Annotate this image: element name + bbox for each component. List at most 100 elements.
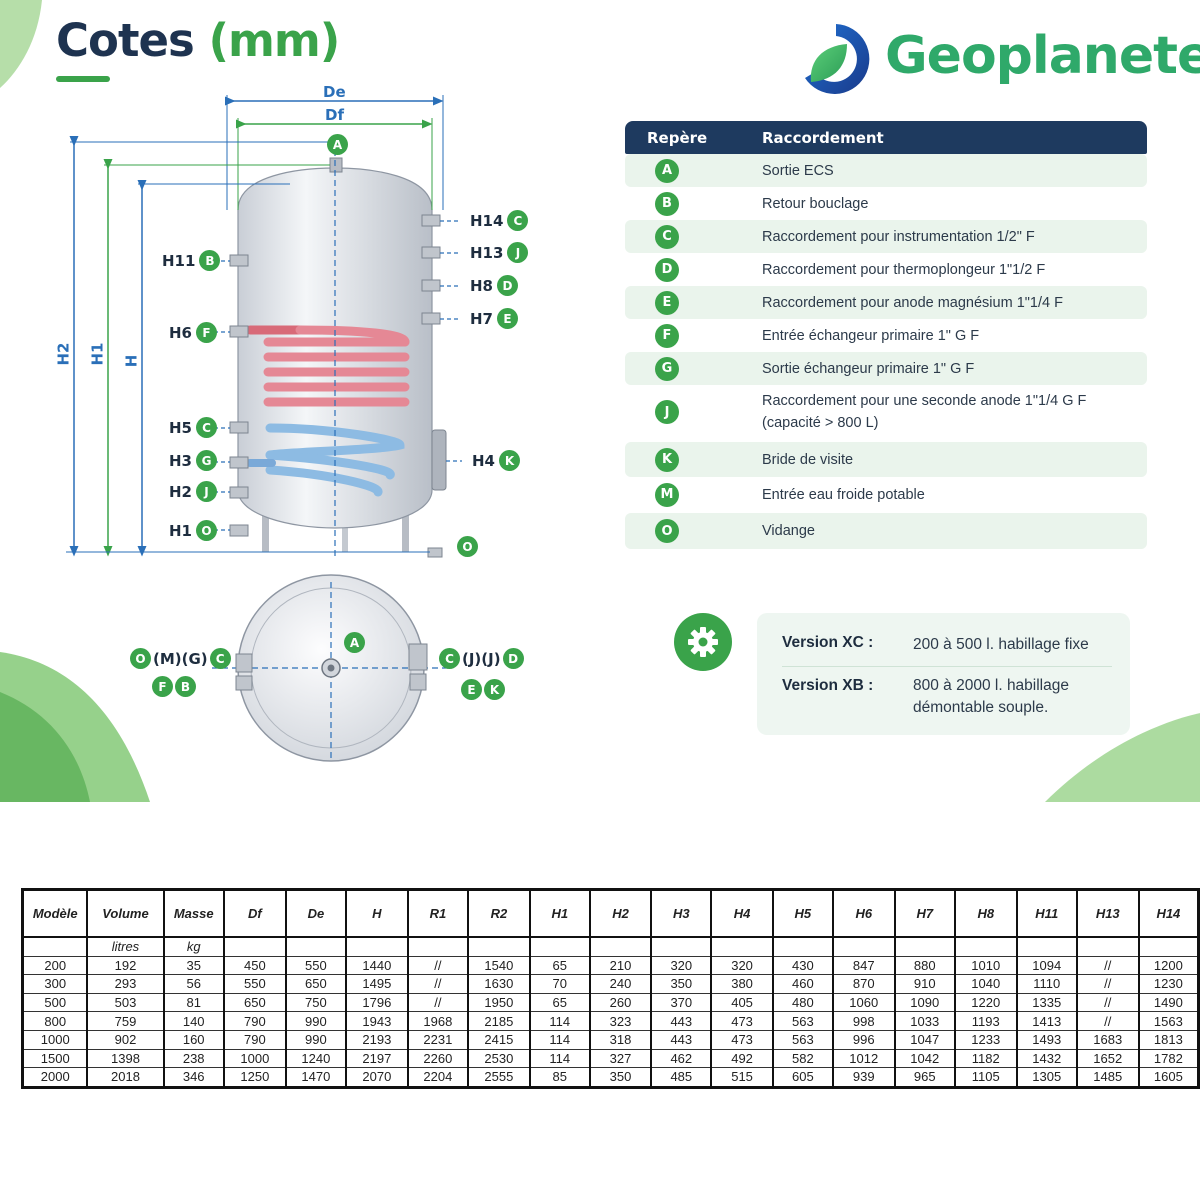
col-h6: H6 (831, 888, 896, 938)
table-cell: 1432 (1015, 1049, 1078, 1069)
marker-e: E (655, 290, 679, 315)
col-h3: H3 (650, 888, 713, 938)
table-cell: 1040 (953, 974, 1018, 994)
table-cell (406, 935, 469, 957)
col-h5: H5 (771, 888, 834, 938)
marker-j: J (655, 400, 679, 424)
table-cell: 2185 (466, 1011, 531, 1031)
table-cell: 114 (528, 1030, 591, 1050)
table-cell: 582 (771, 1049, 834, 1069)
table-cell: 1105 (953, 1067, 1018, 1088)
table-cell: 430 (771, 956, 834, 976)
table-cell: 998 (831, 1011, 896, 1031)
table-cell: 1470 (284, 1067, 347, 1088)
table-cell (1015, 935, 1078, 957)
table-cell: 990 (284, 1011, 347, 1031)
col-modele: Modèle (21, 888, 89, 938)
table-cell (1137, 935, 1200, 957)
table-cell: 605 (771, 1067, 834, 1088)
table-cell: 320 (650, 956, 713, 976)
table-cell (466, 935, 531, 957)
dim-label-h1: H1 (88, 342, 107, 366)
legend-header-repere: Repère (647, 128, 708, 147)
table-cell: 2260 (406, 1049, 469, 1069)
table-cell: 1440 (344, 956, 409, 976)
version-xb-label: Version XB : (782, 677, 874, 694)
table-cell: 1413 (1015, 1011, 1078, 1031)
table-cell: 485 (650, 1067, 713, 1088)
table-cell: 320 (710, 956, 774, 976)
table-cell: 1230 (1137, 974, 1200, 994)
table-cell: 1968 (406, 1011, 469, 1031)
marker-o: O (655, 519, 679, 543)
version-xc-label: Version XC : (782, 634, 874, 651)
hot-coil (245, 325, 410, 407)
marker-m: M (655, 482, 679, 507)
dimensions-table: Modèle Volume Masse Df De H R1 R2 H1 H2 … (21, 888, 1200, 1089)
col-h14: H14 (1137, 888, 1200, 938)
table-cell: 192 (86, 956, 165, 976)
table-cell (284, 935, 347, 957)
table-cell: // (406, 974, 469, 994)
table-cell: 2204 (406, 1067, 469, 1088)
table-cell: 1182 (953, 1049, 1018, 1069)
table-cell: 405 (710, 993, 774, 1013)
table-cell: 1950 (466, 993, 531, 1013)
table-cell: 2231 (406, 1030, 469, 1050)
table-cell: 965 (893, 1067, 956, 1088)
table-header-row: Modèle Volume Masse Df De H R1 R2 H1 H2 … (21, 888, 1200, 938)
table-cell: 370 (650, 993, 713, 1013)
col-h8: H8 (953, 888, 1018, 938)
page-title: Cotes (mm) (56, 14, 340, 67)
versions-divider (782, 666, 1112, 667)
table-cell: 563 (771, 1030, 834, 1050)
table-cell: kg (162, 935, 225, 957)
brand: Geoplanete (797, 18, 1200, 98)
table-cell: 1012 (831, 1049, 896, 1069)
table-cell: 1485 (1075, 1067, 1140, 1088)
table-cell: 1010 (953, 956, 1018, 976)
table-cell: 1000 (21, 1030, 89, 1050)
title-unit: (mm) (208, 14, 340, 67)
col-volume: Volume (86, 888, 165, 938)
table-cell: 1398 (86, 1049, 165, 1069)
table-cell: 35 (162, 956, 225, 976)
table-cell: 503 (86, 993, 165, 1013)
table-cell: 1060 (831, 993, 896, 1013)
table-cell: 910 (893, 974, 956, 994)
marker-d: D (655, 257, 679, 282)
table-cell: 1305 (1015, 1067, 1078, 1088)
table-cell: 2555 (466, 1067, 531, 1088)
table-cell: 650 (222, 993, 287, 1013)
table-cell (21, 935, 89, 957)
table-cell: 870 (831, 974, 896, 994)
table-cell: 1094 (1015, 956, 1078, 976)
version-xc-text: 200 à 500 l. habillage fixe (913, 636, 1089, 653)
table-cell: 443 (650, 1030, 713, 1050)
table-cell: 65 (528, 993, 591, 1013)
table-cell: 238 (162, 1049, 225, 1069)
col-masse: Masse (162, 888, 225, 938)
table-cell: 443 (650, 1011, 713, 1031)
versions-box (757, 613, 1130, 735)
table-cell: 160 (162, 1030, 225, 1050)
